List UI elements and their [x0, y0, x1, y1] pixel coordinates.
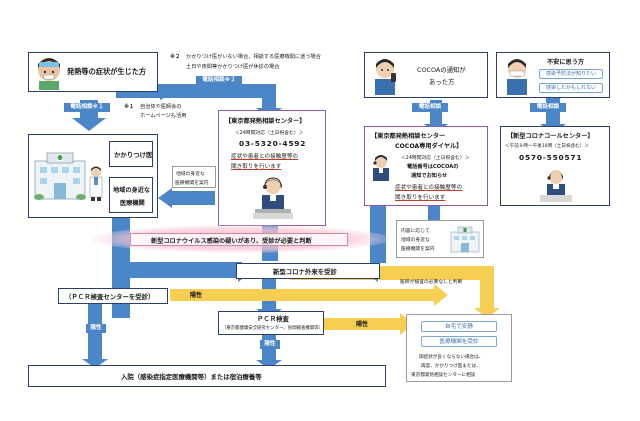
anxious-chip-infected: 感染したかもしれない: [539, 83, 603, 93]
phone-consult-label-4: 電話相談: [530, 103, 566, 112]
cocoa-center-line2: 聞き取りを行います: [395, 195, 446, 201]
negative-path-bar-right: [480, 266, 494, 310]
positive-label-pcr-test: 陽性: [260, 340, 280, 349]
tokyo-center-line2: 聞き取りを行います: [231, 164, 282, 170]
cocoa-center-title1: 【東京都発熱相談センター: [371, 133, 446, 140]
visit-clinic-chip: 医療機関を受診: [421, 336, 497, 347]
flow-bar-cocoa-side: [428, 206, 440, 220]
cocoa-center-title2: COCOA専用ダイヤル】: [395, 143, 463, 150]
pcr-center-box: （ＰＣＲ検査センターを受診）: [58, 288, 168, 304]
note2-mark: ※２: [170, 54, 181, 60]
phone-consult-label-2: 電話相談※２: [196, 76, 242, 85]
tokyo-fever-center-box: 【東京都発熱相談センター】 ＜24時間対応（土日祝含む）＞ 03-5320-45…: [218, 110, 326, 226]
cocoa-person-line1: COCOAの通知が: [417, 66, 466, 74]
flow-bar-horizontal-low: [112, 262, 242, 278]
pcr-center-label: （ＰＣＲ検査センターを受診）: [65, 293, 155, 301]
clinic-box: かかりつけ医 地域の身近な 医療機関: [28, 134, 158, 218]
worsen-line2: 再度、かかりつけ医または、: [421, 364, 481, 369]
introduce-clinic-note: 地域の身近な 医療機関を案内: [172, 166, 216, 188]
cocoa-side-line1: 内容に応じて: [401, 229, 430, 234]
note2-line1: かかりつけ医がいない場合、相談する医療機関に迷う場合: [186, 54, 321, 60]
negative-label-2: 陽性: [356, 321, 369, 328]
phone-consult-label-3: 電話相談: [412, 103, 448, 112]
negative-label-1: 陽性: [190, 292, 203, 299]
cocoa-dial-center-box: 【東京都発熱相談センター COCOA専用ダイヤル】 ＜24時間対応（土日祝含む）…: [364, 126, 488, 206]
anxious-title: 不安に思う方: [547, 59, 585, 66]
doctor-judge-note: 医師が検査の必要なしと判断: [400, 280, 463, 285]
cocoa-center-note1: 電話番号はCOCOAの: [407, 164, 459, 170]
tokyo-center-hours: ＜24時間対応（土日祝含む）＞: [235, 131, 304, 136]
flow-bar-tokyo-down: [262, 84, 276, 110]
home-outcome-box: 自宅で安静 医療機関を受診 御症状が良くならない場合は、 再度、かかりつけ医また…: [406, 314, 512, 382]
arrow-left-down: [72, 118, 106, 131]
call-operator-icon: [540, 170, 572, 202]
cocoa-side-note: 内容に応じて 地域の身近な 医療機関を案内: [396, 220, 484, 258]
family-doctor-box: かかりつけ医: [109, 141, 153, 167]
arrow-pcr-test-down: [256, 360, 282, 369]
cocoa-person-box: COCOAの通知が あった方: [364, 52, 488, 98]
sick-person-icon: [38, 58, 60, 90]
tokyo-center-title: 【東京都発熱相談センター】: [225, 118, 306, 125]
arrow-pcr-center-down: [82, 359, 108, 368]
pcr-test-box: ＰＣＲ検査 （東京都健康安全研究センター、民間検査機関等）: [218, 311, 324, 335]
home-rest-chip: 自宅で安静: [421, 321, 497, 332]
note1-mark: ※１: [124, 104, 135, 110]
doctor-icon: [89, 166, 103, 201]
phone-person-icon: [375, 59, 396, 95]
cocoa-side-line2: 地域の身近な: [401, 238, 430, 243]
worsen-line3: 東京都発熱相談センターに相談: [411, 373, 476, 378]
positive-label-pcr-center: 陽性: [86, 324, 106, 333]
local-clinic-label-1: 地域の身近な: [113, 187, 151, 194]
note2-line2: 土日や夜間等かかりつけ医が休診の場合: [186, 64, 280, 70]
note1-line2: ホームページも活用: [140, 113, 187, 119]
outpatient-box: 新型コロナ外来を受診: [236, 263, 380, 279]
tokyo-center-line1: 症状や患者との接触歴等の: [231, 154, 299, 160]
cocoa-side-line3: 医療機関を案内: [401, 247, 435, 252]
arrow-to-clinic: [158, 188, 172, 208]
cocoa-operator-icon: [373, 155, 389, 181]
cocoa-center-note2: 通知でお知らせ: [411, 173, 448, 179]
anxious-person-box: 不安に思う方 感染予防法が知りたい 感染したかもしれない: [496, 52, 610, 98]
local-clinic-label-2: 医療機関: [120, 200, 145, 207]
pcr-test-title: ＰＣＲ検査: [257, 315, 289, 323]
call-center-hours: ＜午前９時～午後10時（土日祝含む）＞: [505, 144, 589, 149]
negative-path-bar-pcr-center: [170, 289, 440, 301]
note1-line1: 自治体や医師会の: [140, 104, 182, 110]
cocoa-center-hours: ＜24時間対応（土日祝含む）＞: [401, 156, 470, 161]
worried-person-icon: [507, 59, 527, 95]
arrow-yellow-right: [474, 308, 500, 318]
flow-bar-left-to-pcr: [112, 280, 130, 290]
negative-path-bar-pcr-test: [316, 318, 402, 330]
tokyo-center-phone: 03-5320-4592: [239, 139, 307, 148]
outpatient-label: 新型コロナ外来を受診: [273, 268, 337, 276]
call-center-phone: 0570-550571: [519, 153, 583, 162]
symptomatic-title: 発熱等の症状が生じた方: [67, 67, 147, 76]
suspected-infection-banner: 新型コロナウイルス感染の疑いがあり、受診が必要と判断: [130, 233, 348, 246]
operator-icon: [253, 177, 293, 219]
anxious-chip-prevention: 感染予防法が知りたい: [539, 69, 603, 79]
banner-text: 新型コロナウイルス感染の疑いがあり、受診が必要と判断: [151, 238, 312, 245]
cocoa-center-line1: 症状や患者との接触歴等の: [395, 185, 463, 191]
arrow-to-tokyo: [160, 88, 172, 100]
local-clinic-box: 地域の身近な 医療機関: [109, 177, 153, 213]
small-hospital-icon: [450, 226, 480, 253]
cocoa-person-line2: あった方: [429, 78, 455, 86]
worsen-line1: 御症状が良くならない場合は、: [419, 355, 484, 360]
call-center-box: 【新型コロナコールセンター】 ＜午前９時～午後10時（土日祝含む）＞ 0570-…: [500, 126, 610, 206]
hospital-building-icon: [34, 152, 86, 200]
symptomatic-person-box: 発熱等の症状が生じた方: [28, 52, 158, 92]
phone-consult-label-1: 電話相談※１: [64, 103, 110, 112]
introduce-line1: 地域の身近な: [176, 172, 205, 177]
call-center-title: 【新型コロナコールセンター】: [507, 133, 594, 140]
pcr-test-sub: （東京都健康安全研究センター、民間検査機関等）: [222, 326, 323, 331]
introduce-line2: 医療機関を案内: [175, 181, 209, 186]
family-doctor-label: かかりつけ医: [114, 151, 153, 159]
hospitalization-label: 入院（感染症指定医療機関等）または宿泊療養等: [121, 373, 262, 381]
hospitalization-box: 入院（感染症指定医療機関等）または宿泊療養等: [28, 365, 386, 387]
arrow-yellow-pcr-center: [434, 284, 448, 306]
